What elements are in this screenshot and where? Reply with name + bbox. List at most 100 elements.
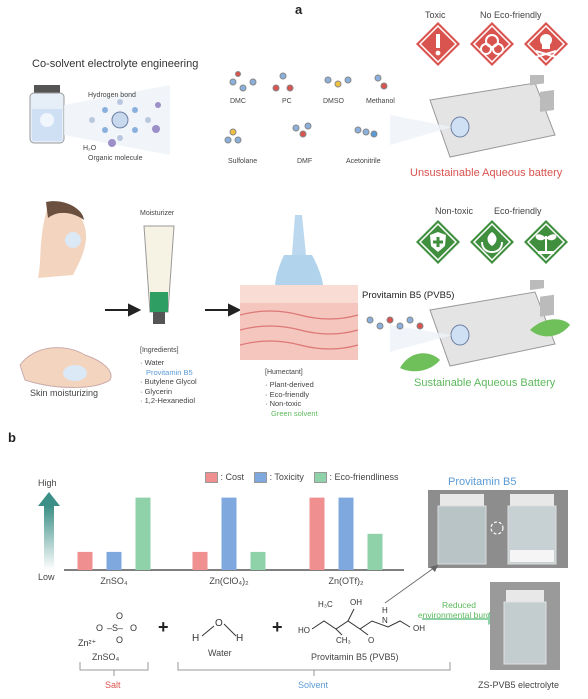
humectant-list: · Plant-derived · Eco-friendly · Non-tox… (265, 380, 318, 418)
bar-1-1 (221, 497, 237, 570)
unsustainable-battery-label: Unsustainable Aqueous battery (410, 167, 563, 179)
svg-text:O: O (96, 623, 103, 633)
svg-text:N: N (382, 616, 388, 625)
moisturizer-label: Moisturizer (140, 210, 175, 217)
solvent-methanol: Methanol (366, 98, 395, 105)
bar-chart: ZnSO₄ Zn(ClO₄)₂ Zn(OTf)₂ (64, 497, 404, 586)
znso4-label: ZnSO₄ (92, 652, 120, 662)
skin-moisturizing-label: Skin moisturizing (30, 388, 99, 398)
legend-eco: : Eco-friendliness (329, 472, 399, 482)
eco-friendly-label: Eco-friendly (494, 206, 542, 216)
no-eco-label: No Eco-friendly (480, 10, 542, 20)
solvent-molecules (224, 71, 388, 144)
bar-1-2 (250, 551, 266, 570)
legend-swatch-toxicity (254, 472, 268, 484)
category-label-1: Zn(ClO₄)₂ (209, 576, 249, 586)
cosolvent-illustration (29, 85, 170, 155)
legend-toxicity: : Toxicity (269, 472, 304, 482)
panel-a-title: Co-solvent electrolyte engineering (32, 58, 199, 70)
bar-0-1 (106, 551, 122, 570)
ingredients-list: · Water Provitamin B5 · Butylene Glycol … (140, 358, 197, 406)
organic-molecule-label: Organic molecule (88, 155, 143, 162)
scale-arrow-icon (38, 492, 60, 570)
svg-text:H: H (192, 633, 199, 644)
svg-text:OH: OH (350, 598, 362, 607)
legend-swatch-cost (205, 472, 218, 484)
photo-title: Provitamin B5 (448, 476, 517, 488)
group-brackets (79, 662, 451, 676)
skin-cross-section-illustration (240, 215, 359, 360)
arrows-to-photos (384, 564, 498, 625)
solvent-pc: PC (282, 98, 292, 105)
bar-2-2 (367, 533, 383, 570)
znso4-structure: O O –S– O O Zn²⁺ (78, 611, 137, 648)
battery-sustainable-illustration (366, 280, 570, 372)
shield-plus-icon (416, 220, 460, 264)
hands-illustration (19, 347, 112, 388)
svg-text:O: O (368, 636, 374, 645)
svg-text:H₃C: H₃C (318, 600, 333, 609)
category-label-0: ZnSO₄ (100, 576, 128, 586)
sustainable-battery-label: Sustainable Aqueous Battery (414, 377, 556, 389)
pvb5-molecule-label: Provitamin B5 (PVB5) (311, 652, 399, 662)
moisturizer-tube-icon (143, 225, 175, 324)
ingredient-hexanediol: · 1,2-Hexanediol (140, 396, 196, 405)
chart-legend: : Cost : Toxicity : Eco-friendliness (205, 472, 399, 484)
svg-text:–S–: –S– (107, 623, 123, 633)
legend-cost: : Cost (220, 472, 245, 482)
sprout-icon (524, 220, 568, 264)
ingredient-water: · Water (140, 358, 165, 367)
svg-text:OH: OH (413, 624, 425, 633)
bar-0-2 (135, 497, 151, 570)
panel-b-label: b (8, 430, 16, 445)
water-molecule-label: Water (208, 648, 232, 658)
category-label-2: Zn(OTf)₂ (329, 576, 364, 586)
humectant-title: [Humectant] (265, 369, 303, 376)
ingredient-butylene: · Butylene Glycol (140, 377, 197, 386)
bar-2-1 (338, 497, 354, 570)
solvent-acetonitrile: Acetonitrile (346, 158, 381, 165)
water-label: H₂O (83, 145, 97, 152)
humectant-eco: · Eco-friendly (265, 389, 310, 399)
hands-leaf-icon (470, 220, 514, 264)
ingredient-provitamin: Provitamin B5 (146, 367, 193, 377)
toxic-warning-icon (416, 22, 460, 66)
svg-text:Zn²⁺: Zn²⁺ (78, 638, 97, 648)
pvb5-label-a: Provitamin B5 (PVB5) (362, 290, 455, 301)
arrow-icons (105, 303, 242, 317)
salt-group-label: Salt (105, 680, 121, 690)
svg-text:O: O (116, 611, 123, 621)
bar-1-0 (192, 551, 208, 570)
humectant-plant: · Plant-derived (265, 380, 314, 389)
hydrogen-bond-label: Hydrogen bond (88, 92, 136, 99)
solvent-dmc: DMC (230, 98, 246, 105)
non-toxic-label: Non-toxic (435, 206, 474, 216)
low-label: Low (38, 572, 55, 582)
warning-badges (416, 22, 568, 66)
svg-text:H: H (382, 606, 388, 615)
panel-a-label: a (295, 2, 303, 17)
ingredient-glycerin: · Glycerin (140, 386, 173, 396)
solvent-dmf: DMF (297, 158, 313, 165)
plus-1-icon: + (158, 617, 169, 637)
solvent-dmso: DMSO (323, 98, 344, 105)
humectant-nontoxic: · Non-toxic (265, 399, 302, 408)
green-solvent-label: Green solvent (271, 408, 318, 418)
green-badges (416, 220, 568, 264)
svg-text:HO: HO (298, 626, 310, 635)
electrolyte-label: ZS-PVB5 electrolyte (478, 680, 560, 690)
face-illustration (38, 201, 87, 278)
electrolyte-photo (490, 582, 560, 670)
vial-photo (428, 490, 568, 568)
solvent-sulfolane: Sulfolane (228, 158, 258, 165)
biohazard-warning-icon (470, 22, 514, 66)
high-label: High (38, 478, 57, 488)
reduced-burden-text: Reduced environmental burden (417, 600, 501, 620)
battery-unsustainable-illustration (390, 75, 556, 158)
reduced-burden-label: Reduced environmental burden (415, 600, 503, 620)
bar-2-0 (309, 497, 325, 570)
svg-text:H: H (236, 633, 243, 644)
bar-0-0 (77, 551, 93, 570)
svg-text:O: O (130, 623, 137, 633)
toxic-label: Toxic (425, 10, 446, 20)
